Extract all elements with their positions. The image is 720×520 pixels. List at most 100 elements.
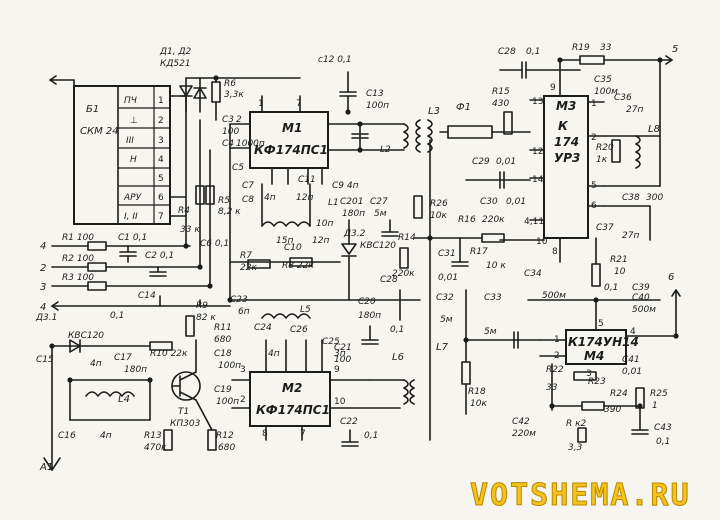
- b1-pin: 4: [158, 155, 164, 165]
- r20-label: R20: [596, 143, 614, 153]
- m4-pin-5: 5: [598, 319, 604, 329]
- c31-value: 0,01: [438, 273, 458, 283]
- m3-pin-12: 12: [532, 147, 543, 157]
- c2a-label: 2: [236, 115, 242, 125]
- terminal-1: 4: [40, 241, 46, 252]
- c20-label: С20: [358, 297, 376, 307]
- r23-label: R23: [588, 377, 606, 387]
- c37-label: С37: [596, 223, 614, 233]
- antenna-section: Д3.1 КВС120 А1 С15 4п С17 180п L4 С16 4п…: [35, 301, 216, 473]
- m3-ref: М3: [556, 99, 576, 113]
- terminal-5: 5: [672, 44, 678, 55]
- f1-label: Ф1: [456, 102, 471, 113]
- c22-label: С22: [340, 417, 358, 427]
- m3-pin-9: 9: [550, 83, 556, 93]
- r25-label: R25: [650, 389, 668, 399]
- b1-section: III: [126, 136, 134, 146]
- r19-value: 33: [600, 43, 612, 53]
- c11-label: С11: [298, 175, 316, 185]
- l5-label: L5: [300, 305, 311, 315]
- junction-dots: [49, 57, 679, 409]
- c280-value: 0,1: [390, 325, 404, 335]
- r26-value: 10к: [430, 211, 447, 221]
- c32-value: 5м: [440, 315, 453, 325]
- c25-label: С25: [322, 337, 340, 347]
- c35-value: 100м: [594, 87, 618, 97]
- r10-label: R10 22к: [150, 349, 188, 359]
- r1-label: R1 100: [62, 233, 94, 243]
- b1-pin: 7: [158, 212, 164, 222]
- diodes-d1-d2: Д1, Д2 КД521 R6 3,3к: [159, 47, 301, 121]
- r16-label: R16: [458, 215, 476, 225]
- v10p-label: 10п: [316, 219, 333, 229]
- c17-label: С17: [114, 353, 132, 363]
- m4-pin-4: 4: [630, 327, 636, 337]
- d32-part: КВС120: [360, 241, 396, 251]
- c33-label: С33: [484, 293, 502, 303]
- c29-value: 0,01: [496, 157, 516, 167]
- d32-label: Д3.2: [343, 229, 366, 239]
- c18-value: 100п: [218, 361, 241, 371]
- c13-value: 100п: [366, 101, 389, 111]
- r22-label: R22: [546, 365, 564, 375]
- c27-label: С27: [370, 197, 388, 207]
- r19-label: R19: [572, 43, 590, 53]
- l1-label: L1: [328, 198, 339, 208]
- m2-ref: М2: [282, 381, 302, 395]
- chip-m1: М1 КФ174ПС1 1 7 1000п 2 С3 100 С4 С5 С7 …: [222, 95, 361, 253]
- c34-label: С34: [524, 269, 542, 279]
- r16-value: 220к: [482, 215, 505, 225]
- m3-part-2: 174: [554, 135, 579, 149]
- m2-output-network: С20 180п С21 100 С22 0,1 L6 L7 С28 0,1: [334, 139, 449, 447]
- c9-label: С9 4п: [332, 181, 359, 191]
- r21-value: 10: [614, 267, 626, 277]
- m3-pin-4-11: 4,11: [524, 217, 544, 227]
- v12p-label: 12п: [296, 193, 313, 203]
- c27-value: 5м: [374, 209, 387, 219]
- c41-value: 0,01: [622, 367, 642, 377]
- c201-value: 180п: [342, 209, 365, 219]
- b1-ref: Б1: [86, 104, 99, 115]
- r23-value: 390: [604, 405, 621, 415]
- c1-label: С1 0,1: [118, 233, 147, 243]
- r21-label: R21: [610, 255, 628, 265]
- terminal-3: 3: [40, 282, 46, 293]
- b1-section: АРУ: [123, 193, 142, 203]
- r11-value: 680: [214, 335, 231, 345]
- r9-label: R9: [196, 301, 208, 311]
- watermark-text: VOTSHEMA.RU: [470, 478, 691, 513]
- c21-value: 100: [334, 355, 351, 365]
- c19-label: С19: [214, 385, 232, 395]
- c28-value: 0,1: [526, 47, 540, 57]
- b1-pin: 1: [158, 96, 164, 106]
- r18-value: 10к: [470, 399, 487, 409]
- terminal-6: 6: [668, 272, 674, 283]
- m1-ref: М1: [282, 121, 302, 135]
- m3-pin-13: 13: [532, 97, 543, 107]
- misc-labels: С6 0,1 R7 22к R8 22к: [199, 123, 421, 307]
- m3-pin-10: 10: [536, 237, 548, 247]
- c14-label: С14: [138, 291, 156, 301]
- c31-label: С31: [438, 249, 456, 259]
- l4-label: L4: [118, 394, 130, 405]
- t1-part: КП303: [170, 419, 201, 429]
- filter-f1: L3 Ф1 С29 0,01 R15 430: [415, 87, 531, 167]
- v01-label: 0,1: [110, 311, 124, 321]
- r26-label: R26: [430, 199, 448, 209]
- r7-label: R7: [240, 251, 252, 261]
- m3-input-network: С30 0,01 R26 10к R16 220к R17 10 к R14 2…: [392, 171, 542, 279]
- r6-value: 3,3к: [224, 90, 244, 100]
- agc-network: С31 0,01 С32 5м С33 5м R18 10к: [436, 237, 541, 415]
- r12-value: 680: [218, 443, 235, 453]
- r9-value: 82 к: [196, 313, 216, 323]
- c7-label: С7: [242, 181, 254, 191]
- c39-value: 0,1: [604, 283, 618, 293]
- m2-pin-8: 8: [262, 429, 268, 439]
- c29-label: С29: [472, 157, 490, 167]
- l3-label: L3: [428, 106, 440, 117]
- r24-label: R24: [610, 389, 628, 399]
- c18-label: С18: [214, 349, 232, 359]
- c3-label: С3: [222, 115, 234, 125]
